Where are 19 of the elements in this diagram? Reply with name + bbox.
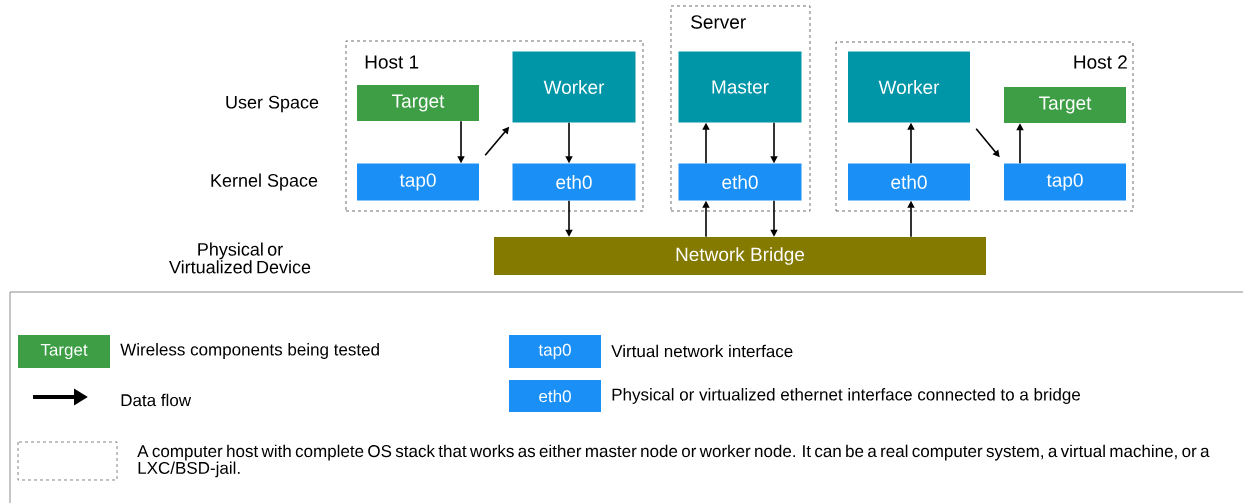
component-box: Target — [357, 85, 479, 121]
component-box: tap0 — [1004, 163, 1126, 201]
component-box: Worker — [848, 51, 970, 123]
component-box: eth0 — [512, 163, 636, 201]
component-box: Target — [1004, 87, 1126, 123]
legend-text: A computer host with complete OS stack that works as either master node or worker node. It can be a real computer system, a virtual machine, or a LXC/BSD-jail. — [137, 444, 1210, 478]
layer-label: User Space — [226, 95, 319, 113]
component-box: eth0 — [848, 163, 970, 201]
component-box: eth0 — [678, 163, 802, 201]
bridge-bar: Network Bridge — [494, 237, 986, 275]
legend-text: Data flow — [121, 393, 192, 407]
component-box: Worker — [512, 51, 636, 123]
legend-text: Virtual network interface — [611, 344, 793, 358]
layer-label: Physical or Virtualized Device — [169, 242, 311, 274]
component-box: tap0 — [357, 163, 479, 201]
layer-label: Kernel Space — [211, 173, 318, 191]
component-box: Master — [678, 51, 802, 123]
legend-text: Wireless components being tested — [120, 343, 379, 359]
legend-text: Physical or virtualized ethernet interface connected to a bridge — [612, 388, 1080, 404]
